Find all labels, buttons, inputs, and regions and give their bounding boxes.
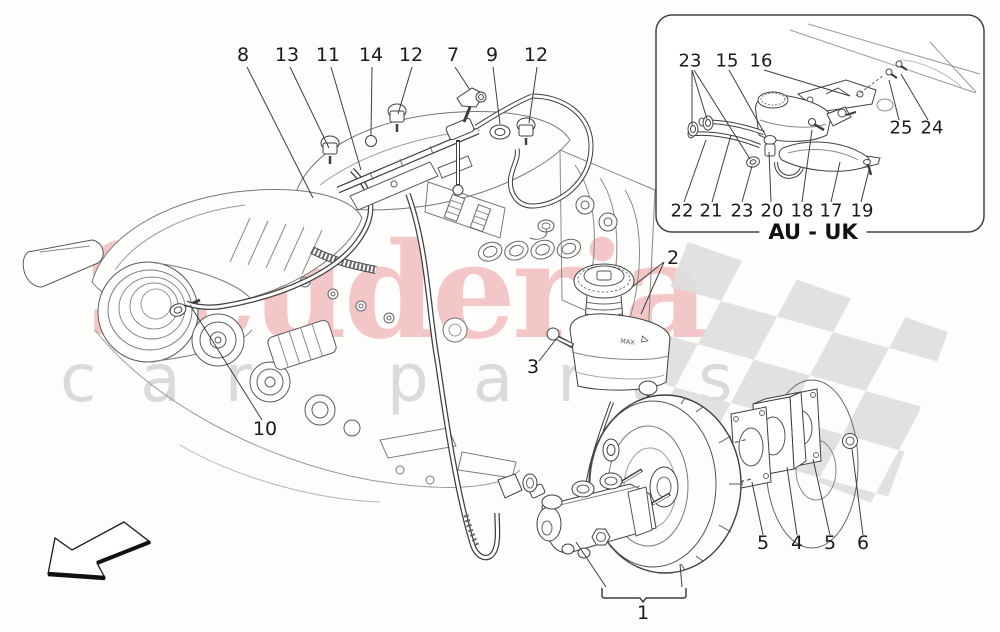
callout-16: 16 <box>749 50 773 72</box>
callout-23b: 23 <box>730 200 754 222</box>
callout-15: 15 <box>715 50 739 72</box>
leader-lines <box>189 66 929 536</box>
callout-5b: 5 <box>823 532 837 554</box>
callout-13: 13 <box>274 44 300 66</box>
callout-19: 19 <box>850 200 874 222</box>
callout-9: 9 <box>485 44 499 66</box>
inset-box <box>655 14 985 233</box>
callout-2: 2 <box>666 247 680 269</box>
callout-5: 5 <box>756 532 770 554</box>
callout-12: 12 <box>398 44 424 66</box>
brake-pipe-drawing <box>320 87 594 561</box>
callout-22: 22 <box>670 200 694 222</box>
callout-17: 17 <box>819 200 843 222</box>
svg-text:MAX: MAX <box>620 337 636 347</box>
callout-7: 7 <box>446 44 460 66</box>
callout-6: 6 <box>856 532 870 554</box>
callout-23: 23 <box>678 50 702 72</box>
reservoir-drawing: MAX <box>546 263 671 487</box>
callout-4: 4 <box>790 532 804 554</box>
engine-drawing <box>22 111 656 503</box>
callout-1: 1 <box>636 602 650 624</box>
callout-8: 8 <box>236 44 250 66</box>
callout-14: 14 <box>358 44 384 66</box>
callout-21: 21 <box>699 200 723 222</box>
callout-10: 10 <box>252 418 278 440</box>
callout-3: 3 <box>526 356 540 378</box>
callout-25: 25 <box>889 117 913 139</box>
callout-11: 11 <box>315 44 341 66</box>
callout-18: 18 <box>790 200 814 222</box>
callout-24: 24 <box>920 117 944 139</box>
checkered-flag <box>622 242 948 508</box>
inset-region-label: AU - UK <box>759 220 867 244</box>
servo-drawing <box>497 379 859 604</box>
direction-arrow <box>47 521 152 581</box>
callout-12b: 12 <box>523 44 549 66</box>
callout-20: 20 <box>760 200 784 222</box>
